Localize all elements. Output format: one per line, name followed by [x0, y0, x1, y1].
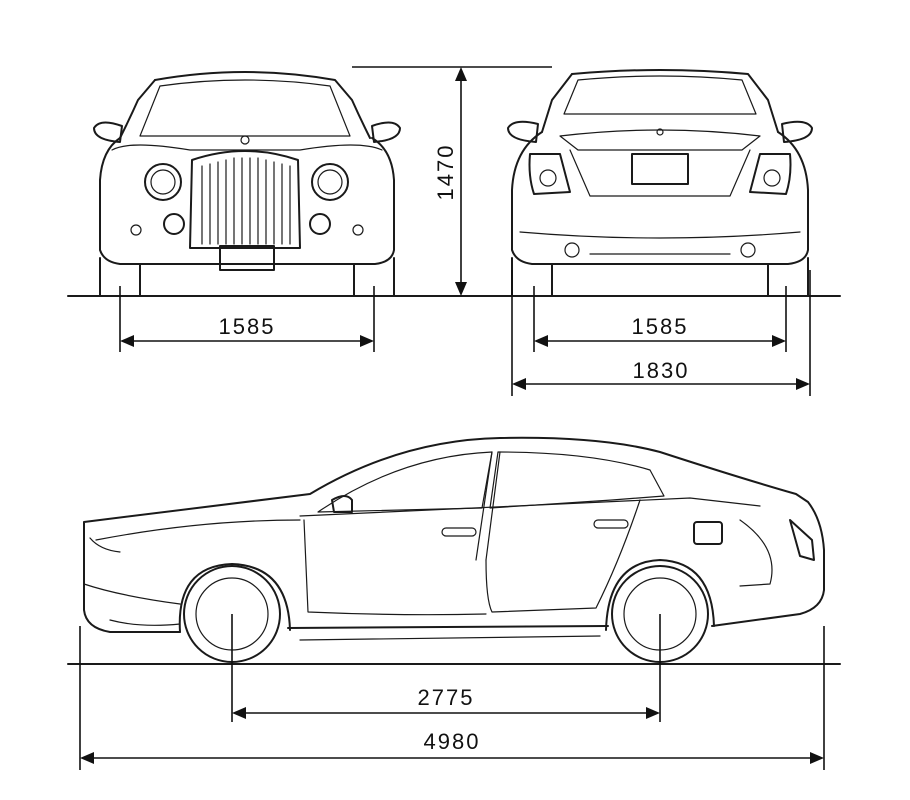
rear-right-mirror [781, 120, 813, 143]
front-view [67, 71, 841, 297]
front-body [99, 137, 395, 265]
side-front-handle [441, 527, 477, 537]
overall-width-label: 1830 [633, 358, 690, 383]
rear-body [511, 131, 809, 265]
rear-roof [571, 69, 779, 133]
side-front-lamp [83, 537, 181, 605]
side-mirror [331, 495, 353, 513]
front-track-label: 1585 [219, 314, 276, 339]
front-grille [189, 150, 301, 249]
side-rear-handle [593, 519, 629, 529]
front-grille-slats [201, 157, 291, 245]
rear-right-taillamp [749, 153, 792, 195]
dimension-lines [79, 66, 825, 770]
rear-trunk-lid [559, 129, 761, 151]
rear-left-taillamp [528, 153, 571, 195]
front-left-headlamp [144, 163, 182, 201]
overall-length-label: 4980 [424, 729, 481, 754]
rear-view [507, 69, 813, 297]
overall-height-label: 1470 [433, 144, 458, 201]
rear-window [563, 75, 757, 115]
front-left-mirror [93, 121, 123, 143]
rear-left-exhaust [564, 242, 580, 258]
rear-license-plate [631, 153, 689, 185]
side-rear-window [489, 451, 665, 509]
side-rear-arch [605, 559, 715, 631]
rear-left-mirror [507, 120, 539, 143]
front-right-headlamp [311, 163, 349, 201]
front-emblem [240, 135, 250, 145]
front-left-foglamp [163, 213, 185, 235]
side-taillamp [789, 519, 815, 561]
side-front-window [317, 451, 493, 513]
front-license-plate [219, 245, 275, 271]
wheelbase-label: 2775 [418, 685, 475, 710]
side-body-outline [83, 436, 825, 633]
front-windshield [139, 79, 351, 137]
side-rear-door [485, 499, 641, 613]
side-front-door [303, 519, 487, 616]
side-fuel-door [693, 521, 723, 545]
front-right-foglamp [309, 213, 331, 235]
rear-right-tire [767, 257, 809, 297]
front-roof [154, 71, 371, 139]
rear-right-exhaust [740, 242, 756, 258]
side-front-arch [178, 563, 291, 633]
rear-track-label: 1585 [632, 314, 689, 339]
front-right-mirror [371, 121, 401, 143]
side-view [67, 436, 841, 665]
